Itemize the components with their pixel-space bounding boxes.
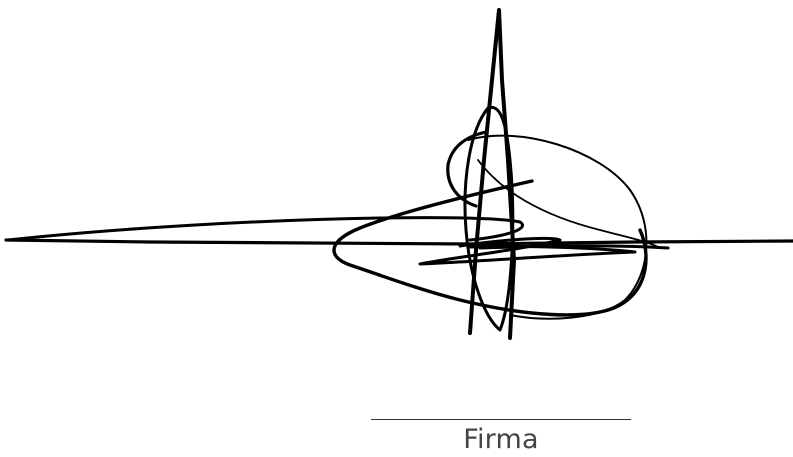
signature-stroke-right-oval [467, 134, 648, 320]
signature-stroke-left-loop [332, 179, 648, 317]
signature-stroke-inner-oval [463, 105, 515, 332]
signature-stroke-baseline [4, 238, 793, 246]
signature-stroke-cap [446, 130, 488, 208]
signature-line [371, 419, 631, 420]
signature-stroke-zigzag [418, 236, 637, 266]
signature-stroke-crossbar [478, 244, 670, 250]
signature-label: Firma [463, 424, 539, 455]
signature-stroke-right-oval-inner [477, 159, 661, 249]
signature-stroke-lead [6, 216, 524, 242]
